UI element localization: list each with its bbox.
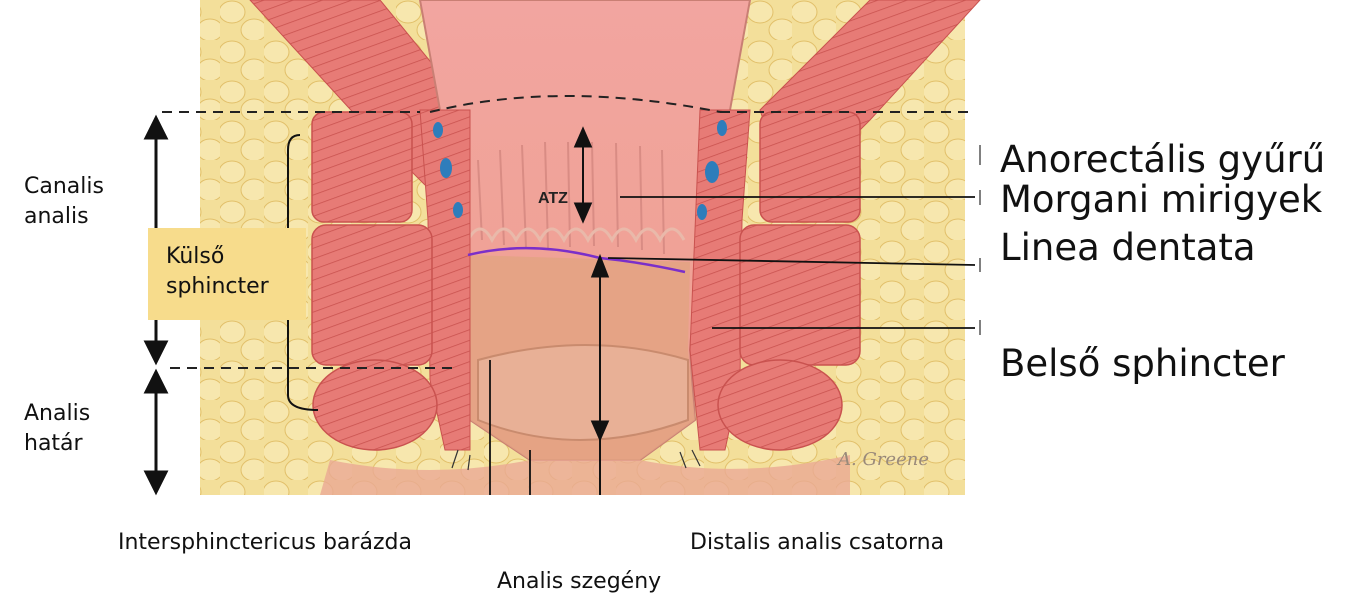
- dentate-line-label: Linea dentata: [1000, 225, 1256, 271]
- morgagni-glands-label: Morgani mirigyek: [1000, 177, 1322, 223]
- analis-hatar-label: Analis határ: [24, 399, 90, 459]
- intersphincteric-groove-label: Intersphinctericus barázda: [118, 528, 412, 558]
- external-sphincter-box: Külső sphincter: [148, 228, 306, 320]
- atz-label: ATZ: [538, 190, 568, 207]
- anal-verge-label: Analis szegény: [497, 567, 661, 597]
- canalis-analis-label: Canalis analis: [24, 172, 104, 232]
- distal-anal-canal-label: Distalis analis csatorna: [690, 528, 944, 558]
- signature: A. Greene: [836, 449, 929, 470]
- external-sphincter-label: Külső sphincter: [148, 228, 306, 302]
- internal-sphincter-label: Belső sphincter: [1000, 341, 1285, 387]
